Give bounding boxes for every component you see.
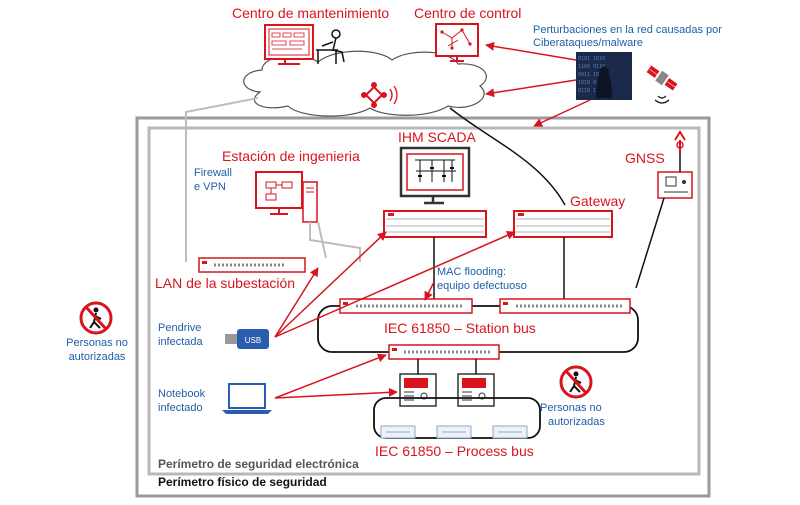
process-switch — [388, 344, 500, 360]
firewall-label-line1: Firewall — [194, 167, 232, 179]
unauthorized-right-line2: autorizadas — [548, 416, 605, 428]
mac-flooding-label-line1: MAC flooding: — [437, 266, 507, 278]
scada-monitor-icon — [399, 146, 471, 205]
notebook-laptop-icon — [222, 383, 272, 414]
unauthorized-right-line1: Personas no — [540, 402, 602, 414]
usb-label: USB — [245, 336, 261, 345]
threat-arrow-pendrive-lan — [274, 267, 319, 338]
ied-right — [457, 373, 495, 407]
process-bus-label: IEC 61850 – Process bus — [375, 443, 534, 459]
lan-switch — [198, 257, 306, 273]
scada-label: IHM SCADA — [398, 129, 476, 145]
ied-left — [399, 373, 437, 407]
electronic-perimeter — [147, 126, 701, 476]
gateway-server — [513, 210, 613, 238]
svg-text:0110 1100: 0110 1100 — [578, 88, 605, 94]
hacker-binary-image: 0101 1010 1100 0110 0011 1001 1010 0101 … — [576, 52, 632, 100]
unauthorized-left-line2: autorizadas — [68, 351, 126, 363]
pendrive-label-line1: Pendrive — [158, 322, 202, 334]
lan-label: LAN de la subestación — [155, 275, 296, 291]
control-center-monitor-icon — [435, 23, 479, 62]
notebook-label-line2: infectado — [158, 402, 203, 414]
usb-pendrive-icon: USB — [225, 329, 269, 349]
threat-arrow-notebook-ied — [274, 387, 398, 399]
maintenance-center-label: Centro de mantenimiento — [232, 5, 390, 21]
notebook-label-line1: Notebook — [158, 388, 206, 400]
no-unauthorized-persons-icon-left — [79, 301, 113, 335]
link-cloud-lan — [185, 97, 259, 262]
gnss-antenna-icon — [674, 130, 686, 152]
no-unauthorized-persons-icon-right — [559, 365, 593, 399]
attack-arrow-perimeter — [533, 99, 591, 127]
attack-arrow-cloud — [485, 79, 577, 98]
link-gnss-switch — [635, 197, 665, 289]
threat-arrow-pendrive-gateway — [274, 231, 516, 338]
maintenance-computer-icon — [264, 24, 314, 65]
pendrive-label-line2: infectada — [158, 336, 203, 348]
mac-flooding-label-line2: equipo defectuoso — [437, 280, 527, 292]
cyber-label-line2: Ciberataques/malware — [533, 37, 644, 49]
physical-perimeter-label: Perímetro físico de seguridad — [158, 475, 327, 489]
link-engineering-lan — [309, 222, 361, 262]
unauthorized-left-line1: Personas no — [66, 337, 128, 349]
link-engineering-lan-2 — [317, 221, 327, 259]
network-node-icon — [361, 82, 398, 108]
station-bus-label: IEC 61850 – Station bus — [384, 320, 536, 336]
control-center-label: Centro de control — [414, 5, 522, 21]
threat-arrow-notebook-switch — [274, 353, 387, 399]
physical-perimeter — [135, 116, 711, 498]
gateway-label: Gateway — [570, 193, 626, 209]
gnss-label: GNSS — [625, 150, 665, 166]
person-at-desk-icon — [316, 29, 345, 64]
firewall-label-line2: e VPN — [194, 181, 226, 193]
attack-arrow-control — [485, 41, 577, 61]
electronic-perimeter-label: Perímetro de seguridad electrónica — [158, 457, 359, 471]
link-cloud-gateway — [449, 107, 566, 206]
satellite-icon — [646, 65, 678, 104]
svg-text:0101 1010: 0101 1010 — [578, 56, 605, 62]
svg-text:1100 0110: 1100 0110 — [578, 64, 605, 70]
merging-units — [380, 425, 528, 439]
station-switch-left — [339, 298, 473, 314]
svg-text:0011 1001: 0011 1001 — [578, 72, 605, 78]
gnss-receiver — [657, 171, 693, 199]
cyber-label-line1: Perturbaciones en la red causadas por — [533, 24, 722, 36]
threat-arrow-pendrive-scada — [274, 231, 387, 338]
svg-text:1010 0101: 1010 0101 — [578, 80, 605, 86]
scada-server — [383, 210, 487, 238]
engineering-workstation-icon — [255, 171, 318, 223]
engineering-station-label: Estación de ingenieria — [222, 148, 360, 164]
mac-flood-arrow — [424, 281, 435, 301]
station-switch-right — [499, 298, 631, 314]
